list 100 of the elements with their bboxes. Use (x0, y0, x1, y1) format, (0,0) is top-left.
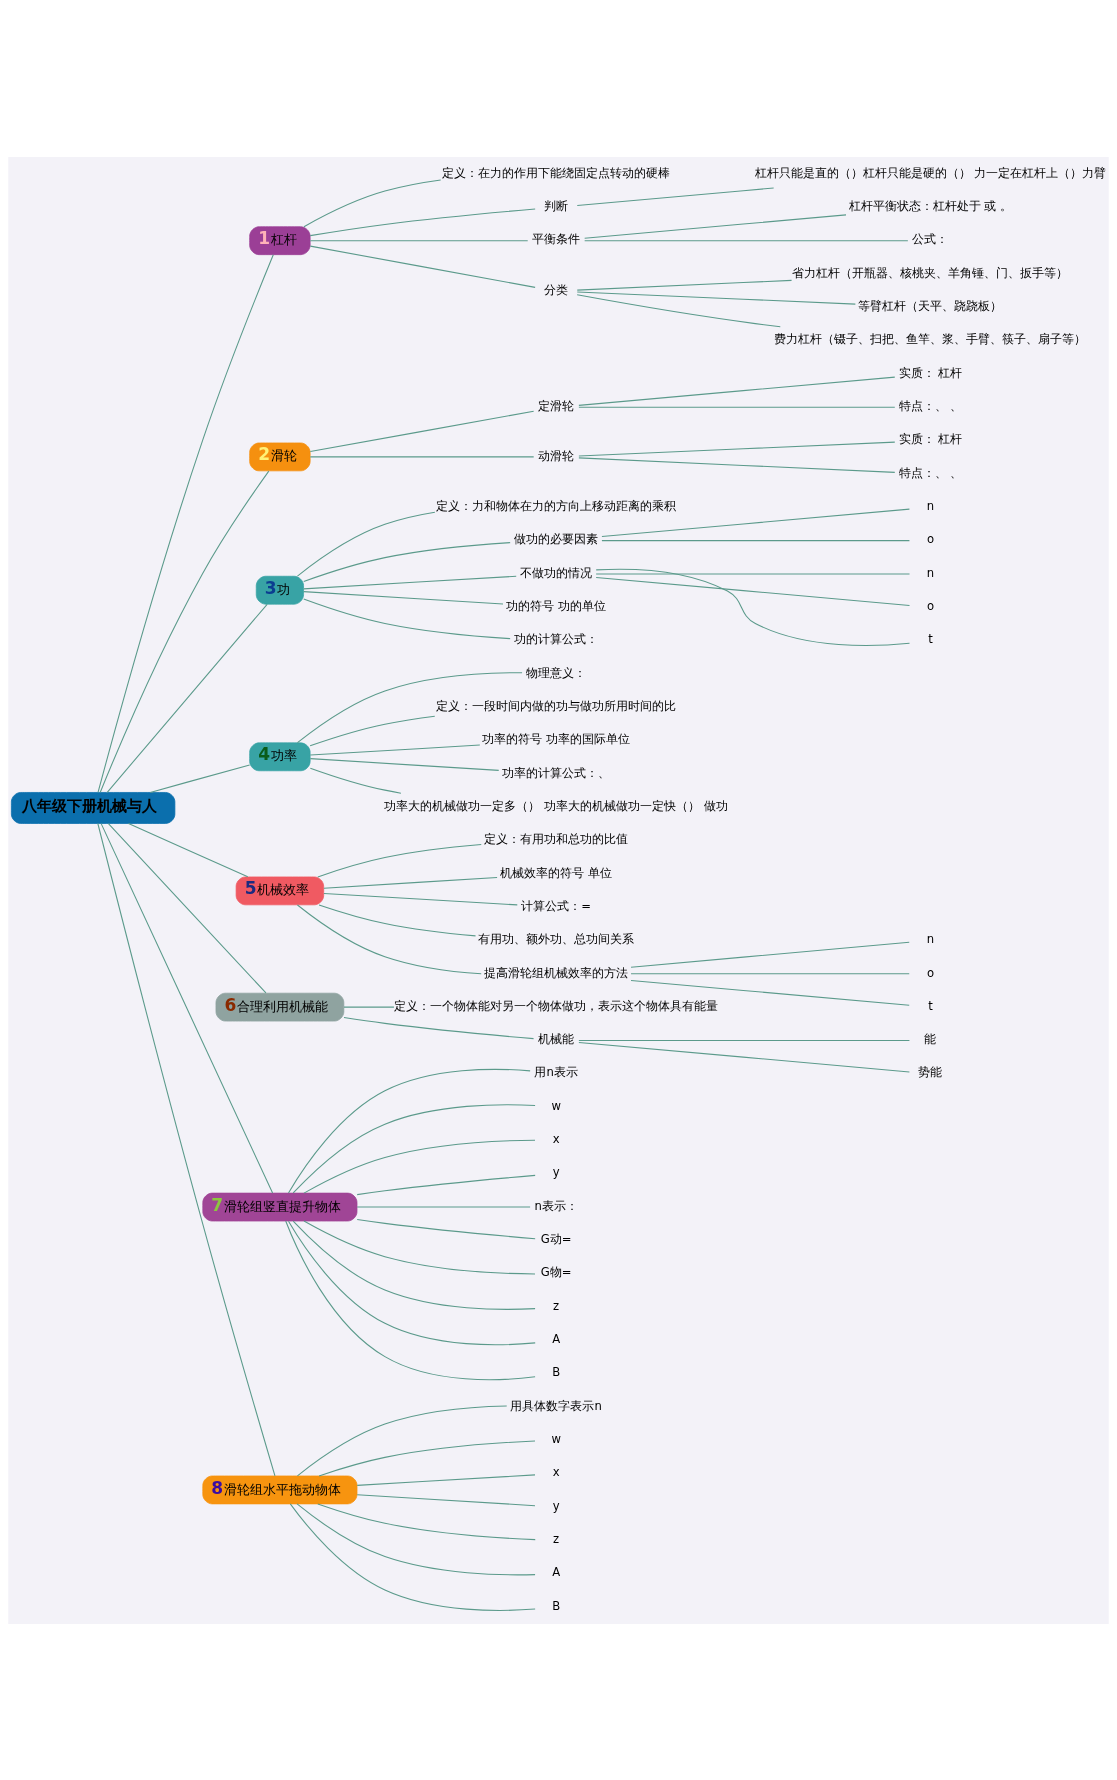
connector (97, 822, 276, 1476)
node-text: 做功的必要因素 (514, 531, 599, 546)
connector (578, 1039, 910, 1041)
node-text: 定义：有用功和总功的比值 (484, 831, 629, 846)
node-text: 不做功的情况 (520, 565, 593, 580)
node-text: 动滑轮 (538, 448, 575, 463)
node-text: 功率大的机械做功一定多（） 功率大的机械做功一定快（） 做功 (384, 798, 728, 813)
connector (323, 876, 498, 889)
connector (309, 208, 536, 236)
connector (356, 1218, 536, 1239)
connector (99, 470, 270, 793)
connector (630, 979, 910, 1006)
connector (303, 598, 511, 639)
connector (309, 455, 535, 457)
node-box: 4功率 (249, 742, 311, 771)
node-text: G动= (540, 1231, 572, 1246)
connector (303, 1139, 536, 1194)
node-text: w (551, 1098, 561, 1113)
connector (309, 715, 436, 746)
node-text: 用具体数字表示n (510, 1398, 602, 1413)
node-text: n (926, 931, 935, 946)
connector (287, 1068, 531, 1193)
node-text: 机械效率的符号 单位 (500, 865, 613, 880)
connector (97, 253, 274, 793)
connector (356, 1493, 536, 1506)
connector (578, 456, 896, 473)
connector (578, 441, 896, 456)
connector (303, 541, 511, 582)
connector (309, 744, 481, 756)
connector (578, 1041, 910, 1072)
node-text: 特点：、 、 (898, 465, 963, 480)
node-box: 8滑轮组水平拖动物体 (202, 1475, 358, 1504)
connector (318, 1440, 536, 1476)
connector (106, 603, 268, 793)
node-box: 3功 (255, 575, 304, 605)
connector (309, 767, 402, 794)
connector (584, 213, 847, 239)
connector (601, 539, 910, 541)
node-text: 公式： (912, 231, 949, 246)
connector (303, 179, 442, 227)
connector (595, 576, 911, 606)
node-box: 6合理利用机械能 (215, 992, 345, 1021)
node-text: 计算公式：= (521, 898, 592, 913)
node-text: 判断 (544, 198, 569, 213)
node-text: o (926, 598, 935, 613)
node-text: 实质： 杠杆 (898, 365, 963, 380)
node-text: y (552, 1498, 560, 1513)
connector (303, 1220, 536, 1274)
node-text: 提高滑轮组机械效率的方法 (484, 965, 629, 980)
node-box: 7滑轮组竖直提升物体 (202, 1192, 358, 1221)
node-text: G物= (540, 1264, 572, 1279)
connector (309, 410, 535, 452)
node-text: 势能 (918, 1064, 943, 1079)
node-text: n表示： (534, 1198, 578, 1213)
connector (356, 1174, 536, 1195)
node-box: 1杠杆 (249, 225, 311, 255)
node-text: 功的符号 功的单位 (506, 598, 607, 613)
node-text: n (926, 565, 935, 580)
connector (285, 1220, 536, 1380)
node-text: 分类 (544, 282, 569, 297)
connector (318, 903, 477, 936)
connector (343, 1016, 535, 1039)
node-text: 定义：在力的作用下能绕固定点转动的硬棒 (442, 165, 671, 180)
connector (578, 406, 896, 408)
connector (601, 508, 910, 537)
node-text: z (553, 1298, 560, 1313)
connector (292, 1220, 536, 1310)
connector (595, 568, 911, 646)
node-text: n (926, 498, 935, 513)
node-text: 有用功、额外功、总功间关系 (478, 931, 635, 946)
node-text: 省力杠杆（开瓶器、核桃夹、羊角锤、门、扳手等） (792, 265, 1069, 280)
node-text: 定滑轮 (538, 398, 575, 413)
node-text: 费力杠杆（镊子、扫把、鱼竿、浆、手臂、筷子、扇子等） (774, 331, 1087, 346)
node-text: t (928, 631, 933, 646)
connector (576, 290, 856, 305)
node-box: 八年级下册机械与人 (11, 791, 176, 824)
node-text: o (926, 531, 935, 546)
connector (287, 1220, 536, 1345)
connector (576, 293, 781, 327)
node-text: 等臂杠杆（天平、跷跷板） (858, 298, 1003, 313)
node-text: x (552, 1131, 560, 1146)
connector (576, 186, 775, 206)
connector (343, 1006, 395, 1008)
node-text: 功率的符号 功率的国际单位 (482, 731, 631, 746)
node-text: 能 (924, 1031, 937, 1046)
node-text: 杠杆只能是直的（）杠杆只能是硬的（） 力一定在杠杆上（）力臂 (754, 165, 1107, 180)
node-text: 平衡条件 (532, 231, 581, 246)
connector (296, 511, 436, 577)
node-text: 定义：一段时间内做的功与做功所用时间的比 (436, 698, 677, 713)
connector (100, 822, 274, 1194)
connector (630, 941, 910, 968)
connector (309, 757, 500, 771)
connector (317, 1502, 536, 1540)
connector (289, 1502, 536, 1611)
node-text: w (551, 1431, 561, 1446)
node-text: 用n表示 (534, 1064, 578, 1079)
node-text: B (552, 1598, 561, 1613)
node-text: y (552, 1164, 560, 1179)
node-text: 物理意义： (526, 665, 587, 680)
node-text: 杠杆平衡状态：杠杆处于 或 。 (848, 198, 1013, 213)
